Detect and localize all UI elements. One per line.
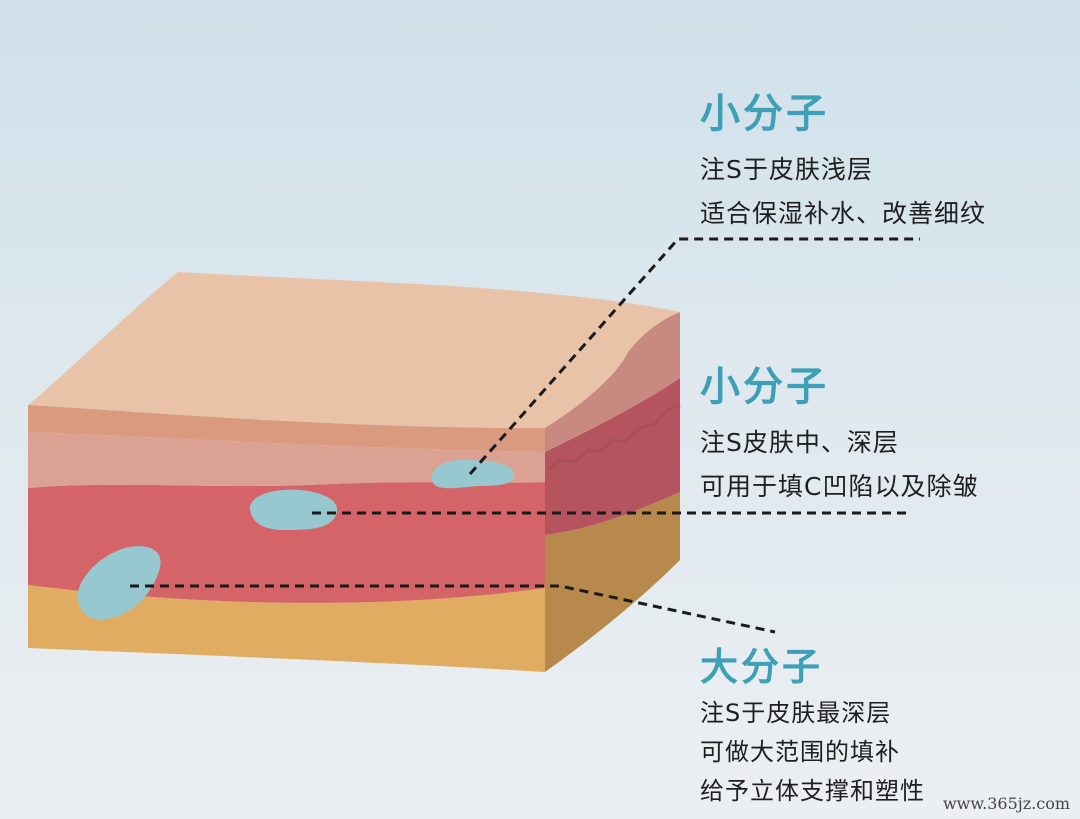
subcutaneous-fat-layer-side xyxy=(545,492,680,672)
label-description: 注S皮肤中、深层 xyxy=(700,428,899,457)
label-title: 小分子 xyxy=(700,364,829,410)
label-small-molecule-shallow: 小分子 注S于皮肤浅层 适合保湿补水、改善细纹 xyxy=(700,94,986,236)
label-description: 可用于填C凹陷以及除皱 xyxy=(700,472,979,501)
upper-dermis-layer-front xyxy=(28,432,545,488)
label-description: 给予立体支撑和塑性 xyxy=(700,777,925,805)
skin-surface-top xyxy=(28,272,680,428)
label-title: 小分子 xyxy=(700,91,829,137)
subcutaneous-fat-layer-front xyxy=(28,585,545,672)
leader-line-deep xyxy=(130,584,776,634)
label-description: 注S于皮肤最深层 xyxy=(700,699,892,727)
label-description: 注S于皮肤浅层 xyxy=(700,155,873,184)
label-large-molecule-deep: 大分子 注S于皮肤最深层 可做大范围的填补 给予立体支撑和塑性 xyxy=(700,648,925,811)
label-small-molecule-mid: 小分子 注S皮肤中、深层 可用于填C凹陷以及除皱 xyxy=(700,367,978,509)
epidermis-layer-front xyxy=(28,405,545,452)
label-description: 适合保湿补水、改善细纹 xyxy=(700,199,987,228)
filler-blob-deep xyxy=(77,546,161,620)
watermark: www.365jz.com xyxy=(942,794,1070,813)
label-description: 可做大范围的填补 xyxy=(700,738,900,766)
epidermis-layer-side xyxy=(545,312,680,452)
leader-lines xyxy=(130,237,920,634)
dermis-layer-side xyxy=(545,378,680,535)
label-title: 大分子 xyxy=(700,645,824,689)
filler-blob-mid xyxy=(249,489,338,530)
filler-blob-shallow xyxy=(431,459,515,489)
side-layer-boundary xyxy=(547,403,681,472)
